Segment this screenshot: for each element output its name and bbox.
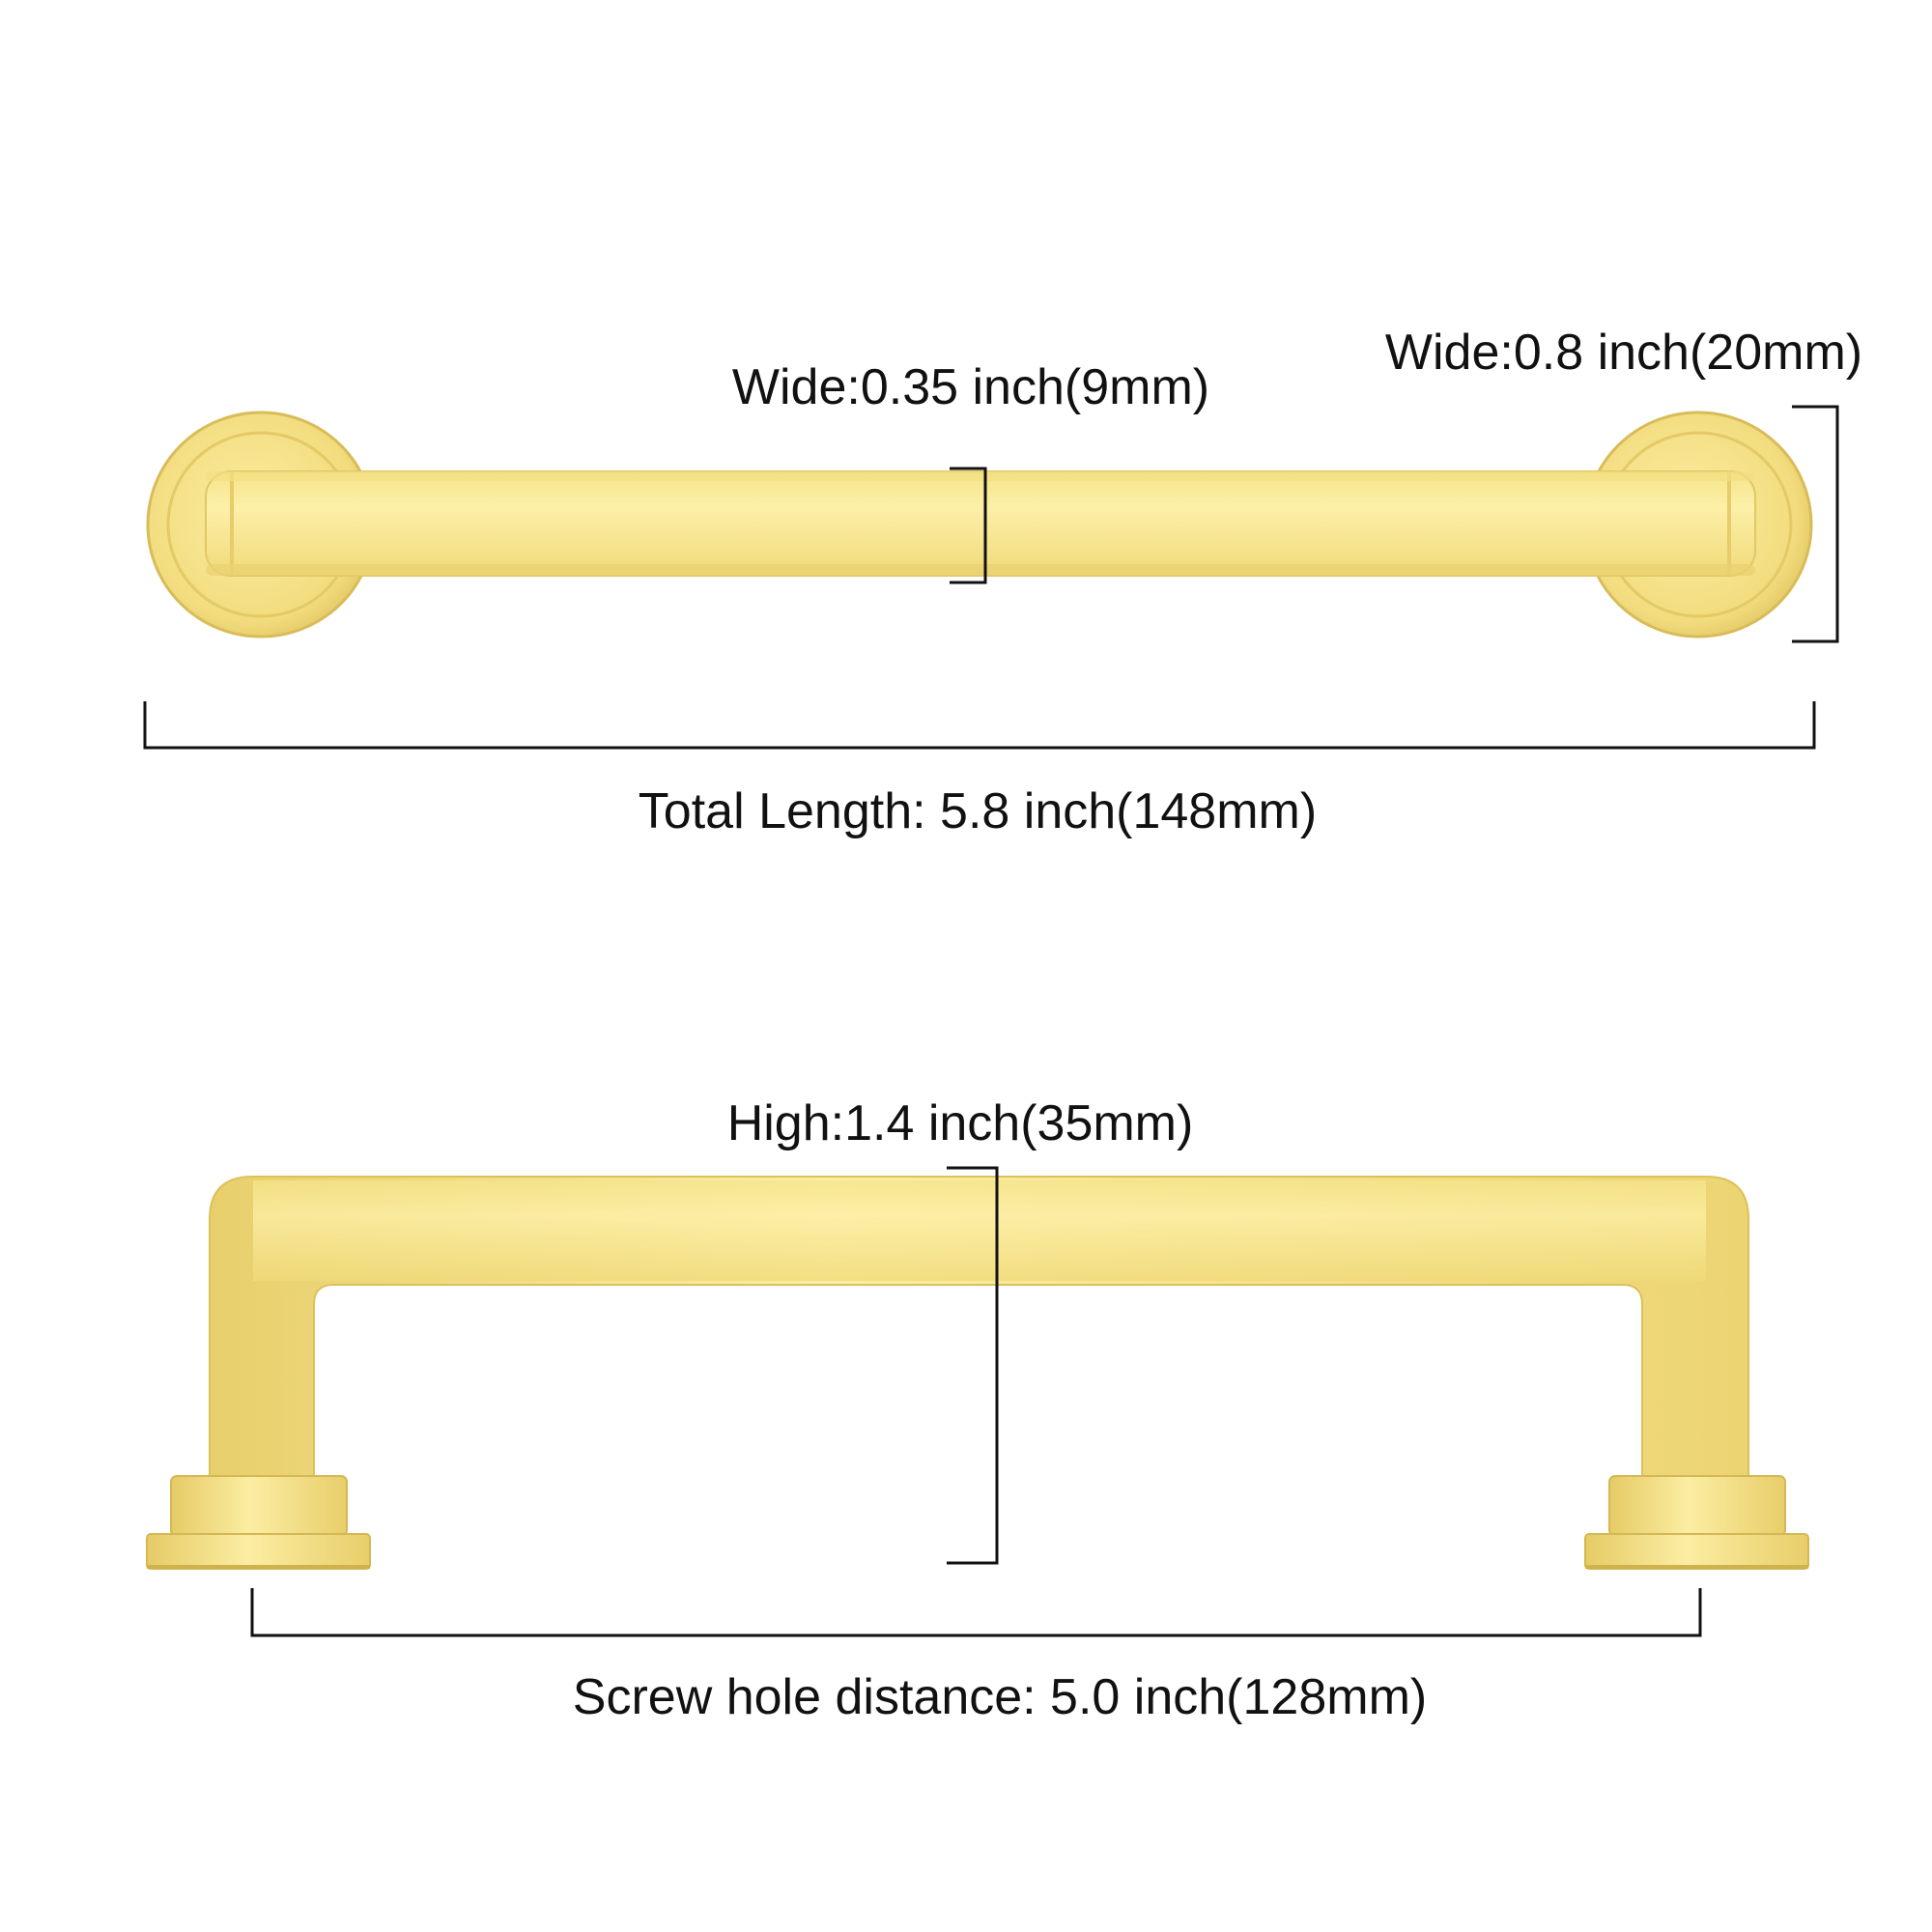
total-length-bracket	[143, 701, 1816, 750]
handle-side-view	[146, 1176, 1809, 1570]
handle-bar-top	[205, 470, 1756, 577]
height-label: High:1.4 inch(35mm)	[727, 1095, 1194, 1151]
screw-hole-distance-dimension: Screw hole distance: 5.0 inch(128mm)	[250, 1588, 1702, 1725]
height-dimension: High:1.4 inch(35mm)	[727, 1095, 1194, 1565]
total-length-label: Total Length: 5.8 inch(148mm)	[639, 783, 1317, 839]
height-bracket	[947, 1166, 999, 1565]
base-width-label: Wide:0.8 inch(20mm)	[1385, 325, 1862, 381]
right-base	[1584, 1475, 1809, 1570]
screw-hole-distance-label: Screw hole distance: 5.0 inch(128mm)	[573, 1669, 1427, 1725]
handle-top-view	[146, 411, 1813, 639]
total-length-dimension: Total Length: 5.8 inch(148mm)	[143, 701, 1816, 839]
left-base	[146, 1475, 371, 1570]
screw-hole-distance-bracket	[250, 1588, 1702, 1637]
bar-width-dimension: Wide:0.35 inch(9mm)	[732, 359, 1209, 584]
bar-width-label: Wide:0.35 inch(9mm)	[732, 359, 1209, 415]
base-width-dimension: Wide:0.8 inch(20mm)	[1385, 325, 1862, 643]
base-width-bracket	[1792, 405, 1839, 643]
bar-width-bracket	[950, 467, 987, 584]
